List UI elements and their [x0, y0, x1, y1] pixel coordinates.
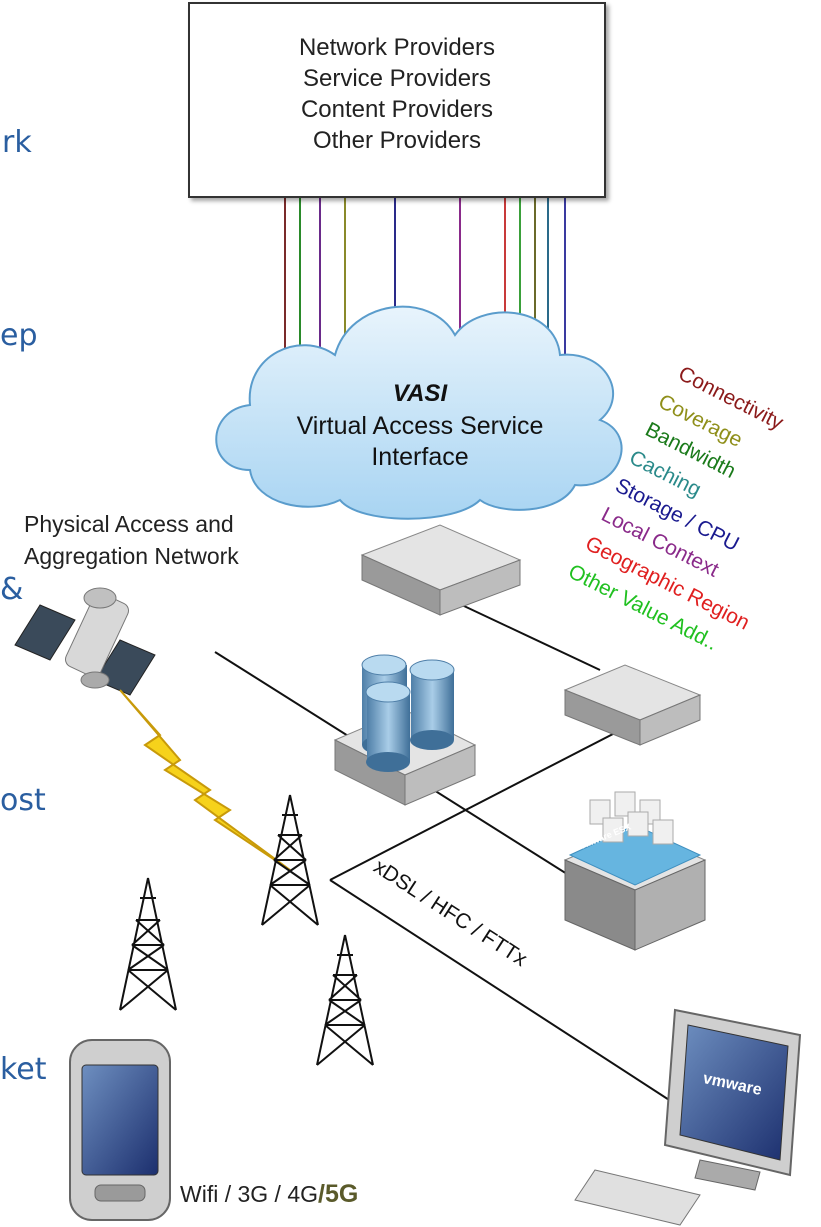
slide-text-fragment-2: ep — [0, 318, 38, 353]
cell-tower-icon — [316, 934, 374, 1066]
provider-content: Content Providers — [300, 96, 494, 123]
wireless-label-base: Wifi / 3G / 4G — [180, 1181, 319, 1207]
vasi-cloud — [215, 305, 623, 520]
database-icon — [361, 654, 455, 772]
vasi-line-1: Virtual Access Service — [296, 412, 544, 440]
slide-text-fragment-4: ost — [0, 783, 46, 818]
physical-access-label: Physical Access and Aggregation Network — [24, 508, 239, 572]
cell-tower-icon — [119, 877, 177, 1011]
provider-other: Other Providers — [312, 127, 482, 154]
vasi-title: VASI — [392, 380, 448, 407]
server-icon — [563, 664, 702, 746]
vasi-line-2: Interface — [371, 443, 469, 471]
pda-device-icon — [69, 1039, 171, 1221]
slide-text-fragment-3: & — [0, 572, 24, 607]
database-server-icon — [333, 654, 477, 806]
wireless-label: Wifi / 3G / 4G/5G — [180, 1180, 358, 1209]
provider-service: Service Providers — [302, 65, 492, 92]
providers-box: Network Providers Service Providers Cont… — [188, 2, 606, 198]
vasi-cloud-label: VASI Virtual Access Service Interface — [240, 380, 600, 472]
lightning-bolt-icon — [119, 689, 291, 871]
wireless-label-5g: /5G — [318, 1180, 359, 1208]
satellite-icon — [14, 587, 156, 696]
slide-text-fragment-1: rk — [2, 125, 32, 160]
provider-network: Network Providers — [298, 34, 496, 61]
cell-tower-icon — [261, 794, 319, 926]
esx-server-icon — [563, 791, 707, 951]
desktop-computer-icon — [574, 1008, 802, 1226]
physical-label-line-2: Aggregation Network — [24, 543, 239, 569]
physical-label-line-1: Physical Access and — [24, 511, 234, 537]
slide-text-fragment-5: ket — [0, 1052, 47, 1087]
server-icon — [360, 524, 522, 616]
